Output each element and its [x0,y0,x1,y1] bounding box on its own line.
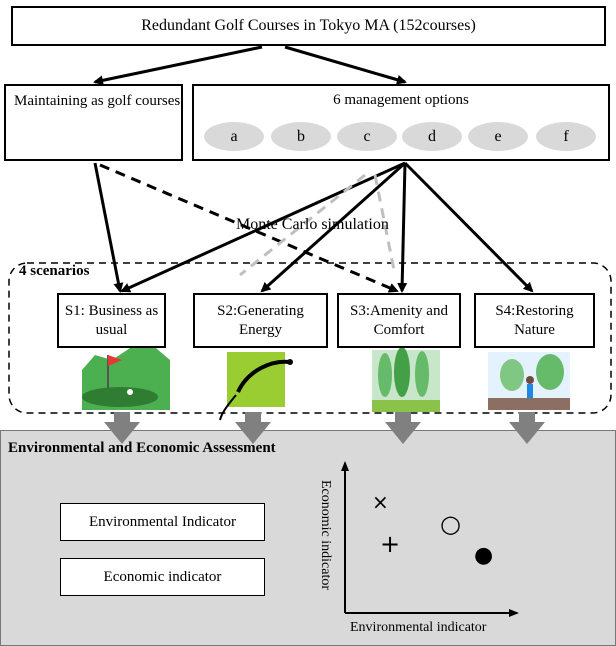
marker-filled-circle: ● [474,543,494,568]
title-box: Redundant Golf Courses in Tokyo MA (152c… [11,6,606,46]
arrow-options-to-s1 [120,161,406,293]
option-a: a [204,122,264,151]
scenario-s3: S3:Amenity and Comfort [337,293,461,348]
scenario-group-border [8,262,612,414]
scenario-s2: S2:Generating Energy [193,293,328,348]
option-c: c [337,122,397,151]
options-box: 6 management options a b c d e f [192,84,610,161]
monte-carlo-label: Monte Carlo simulation [236,216,389,233]
y-axis-label: Economic indicator [318,479,333,591]
environmental-indicator-box: Environmental Indicator [60,503,265,541]
down-arrow-s1 [104,412,140,444]
option-b: b [271,122,331,151]
arrow-maintain-to-s1 [93,162,124,293]
option-d: d [402,122,462,151]
title-text: Redundant Golf Courses in Tokyo MA (152c… [141,17,476,34]
marker-plus: + [380,530,401,558]
down-arrow-s3 [385,412,421,444]
arrow-maintain-to-s3-dashed [99,163,399,293]
option-f: f [536,122,596,151]
marker-cross: × [372,490,389,514]
energy-illustration [219,352,293,421]
x-axis-label: Environmental indicator [350,620,487,635]
down-arrow-s4 [509,412,545,444]
economic-indicator-box: Economic indicator [60,558,265,596]
scenario-s4: S4:Restoring Nature [474,293,595,348]
options-title: 6 management options [333,92,469,108]
arrow-options-to-s2 [260,161,407,293]
arrow-title-to-maintain [93,45,263,86]
maintain-box: Maintaining as golf courses [4,84,183,161]
arrow-title-to-options [284,45,407,85]
arrow-options-to-s4 [403,161,534,293]
assessment-title: Environmental and Economic Assessment [8,440,276,456]
park-illustration [372,347,440,412]
marker-open-circle: ○ [440,510,461,538]
arrow-options-to-s3 [397,162,408,293]
dashed-sim-line [239,173,366,277]
maintain-text: Maintaining as golf courses [14,93,181,109]
down-arrow-s2 [235,412,271,444]
option-e: e [468,122,528,151]
nature-restoration-illustration [488,352,570,410]
golf-course-illustration [82,343,170,410]
scenarios-label: 4 scenarios [19,263,90,279]
scenario-s1: S1: Business as usual [57,293,166,348]
